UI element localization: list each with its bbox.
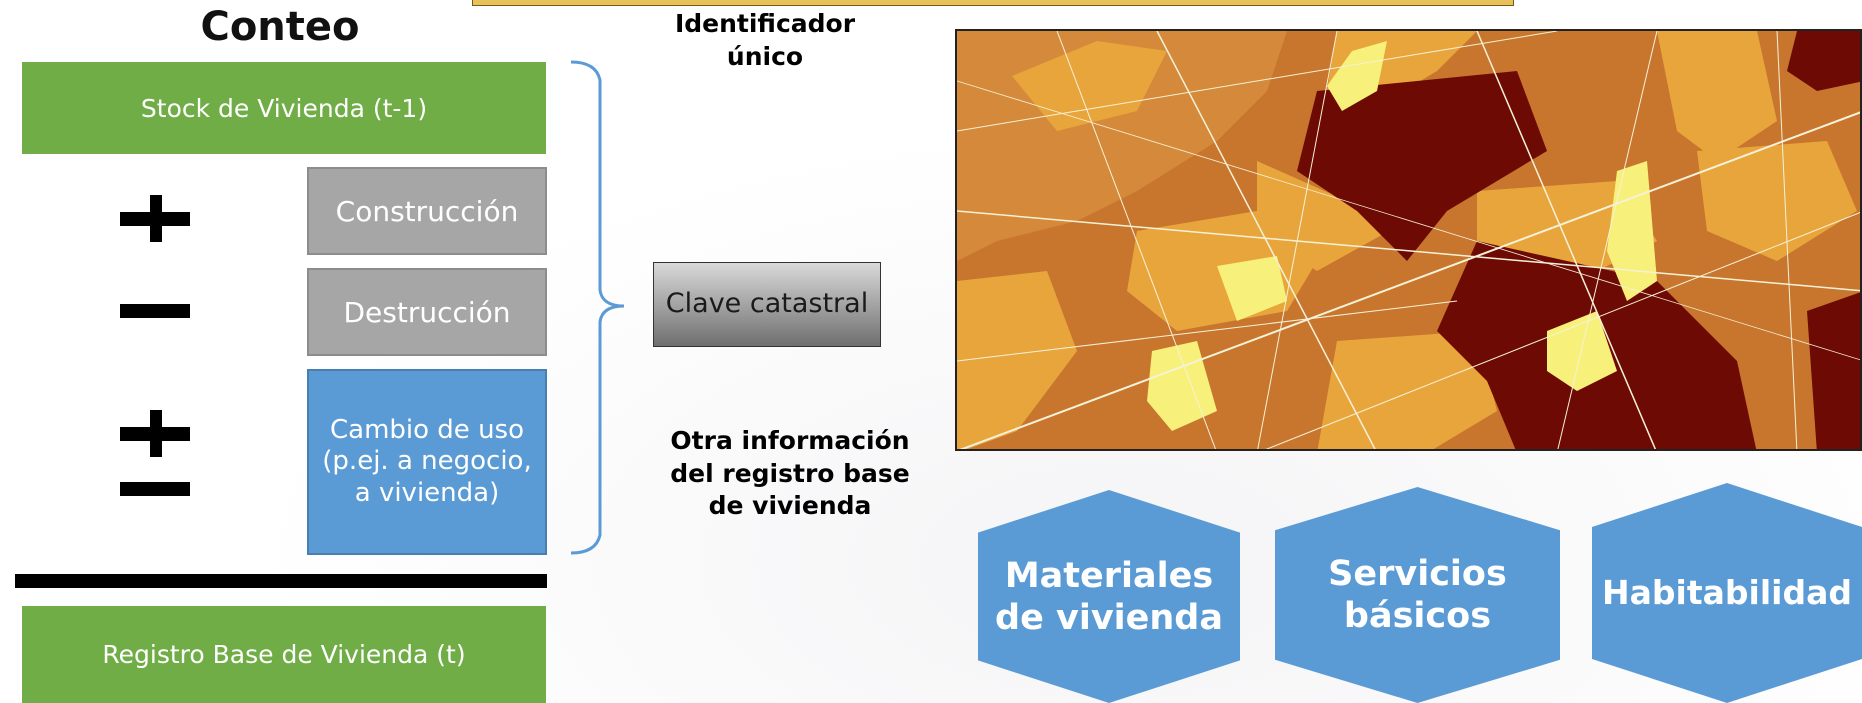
identifier-label: Identificador único (674, 9, 856, 71)
plus-icon (120, 195, 190, 242)
sum-line (15, 574, 547, 588)
other-info-label: Otra información del registro base de vi… (670, 426, 910, 520)
cadastral-map (955, 29, 1862, 451)
cadastral-key-box: Clave catastral (653, 262, 881, 347)
plus-minus-icon (120, 410, 190, 496)
minus-icon (120, 304, 190, 318)
habitability-hexagon: Habitabilidad (1592, 483, 1862, 703)
registry-box: Registro Base de Vivienda (t) (22, 606, 546, 703)
stock-box: Stock de Vivienda (t-1) (22, 62, 546, 154)
map-image (957, 31, 1860, 449)
top-accent-bar (472, 0, 1514, 6)
construction-box: Construcción (307, 167, 547, 255)
grouping-bracket (570, 60, 625, 555)
destruction-box: Destrucción (307, 268, 547, 356)
materials-hexagon: Materiales de vivienda (978, 490, 1240, 703)
services-hexagon: Servicios básicos (1275, 487, 1560, 703)
page-title: Conteo (200, 4, 360, 50)
operation-symbols (120, 195, 190, 496)
change-of-use-box: Cambio de uso (p.ej. a negocio, a vivien… (307, 369, 547, 555)
